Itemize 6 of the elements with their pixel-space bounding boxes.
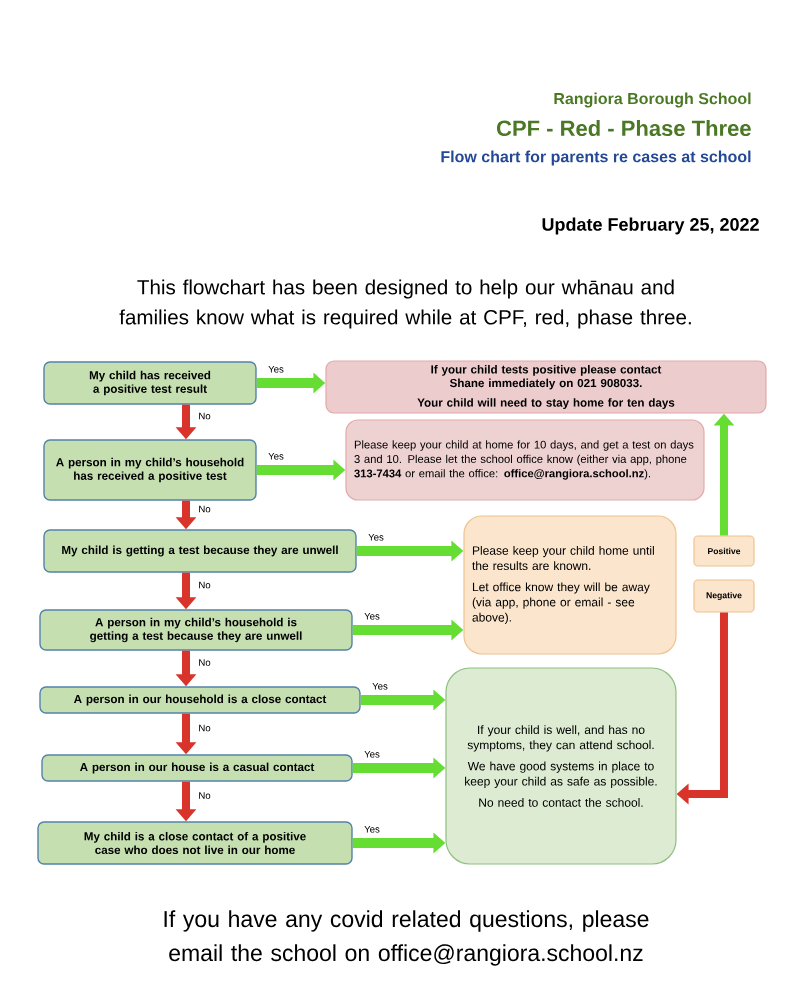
subtitle: Flow chart for parents re cases at school — [441, 150, 751, 166]
title: CPF - Red - Phase Three — [497, 119, 751, 137]
footer-text: If you have any covid related questions, please email the school on office@rangiora.school.nz — [164, 910, 649, 966]
school-name: Rangiora Borough School — [554, 92, 751, 108]
date-text: Update February 25, 2022 — [542, 217, 759, 235]
intro-text: This flowchart has been designed to help our whānau and families know what is required while at CPF, red, phase three. — [119, 279, 691, 329]
